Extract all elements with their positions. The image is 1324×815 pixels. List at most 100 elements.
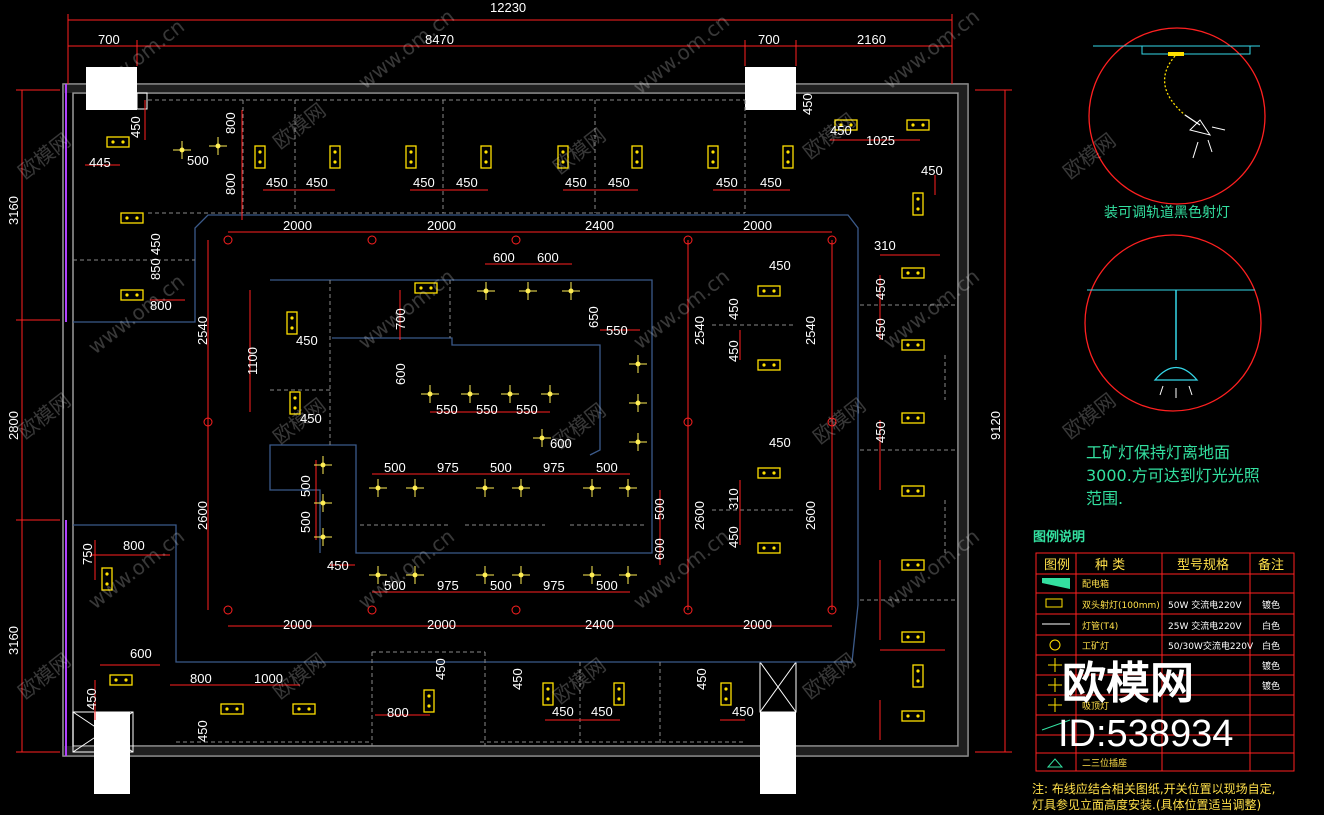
legend-header-note: 备注 [1258, 557, 1284, 573]
dim-small: 450 [413, 175, 435, 190]
ceiling-light-icon [1048, 698, 1062, 712]
dim-small: 450 [800, 93, 815, 115]
cross-spotlight [314, 456, 332, 474]
cross-spotlight [406, 566, 424, 584]
dim-small: 450 [300, 411, 322, 426]
cross-spotlight [619, 479, 637, 497]
dim-small: 450 [128, 116, 143, 138]
dim-inner-bot-1: 2000 [283, 617, 312, 632]
watermark-text: 欧模网 [798, 648, 860, 704]
legend-spec: 50/30W交流电220V [1168, 640, 1254, 652]
dim-inner-top-3: 2400 [585, 218, 614, 233]
dim-small: 450 [195, 720, 210, 742]
dim-small: 975 [543, 578, 565, 593]
cross-spotlight [209, 137, 227, 155]
dim-top-seg-2: 8470 [425, 32, 454, 47]
dim-left-3: 3160 [6, 626, 21, 655]
legend-note: 镀色 [1262, 599, 1280, 611]
wall-fill [63, 84, 968, 756]
dim-small: 450 [769, 435, 791, 450]
dim-small: 750 [80, 543, 95, 565]
note-line-1: 注: 布线应结合相关图纸,开关位置以现场自定, [1032, 781, 1276, 796]
legend-note: 镀色 [1262, 660, 1280, 672]
spot-fixtures [101, 119, 930, 722]
legend-kind: 工矿灯 [1082, 640, 1109, 652]
legend-kind: 双头射灯(100mm) [1082, 599, 1160, 611]
dim-small: 500 [652, 498, 667, 520]
cross-spot-icon-2 [1048, 678, 1062, 692]
legend-kind: 配电箱 [1082, 578, 1109, 590]
socket-icon [1046, 758, 1064, 768]
legend-kind: 吸顶灯 [1082, 701, 1109, 712]
cross-spotlight [406, 479, 424, 497]
cross-spotlight [476, 566, 494, 584]
dim-small: 450 [510, 668, 525, 690]
cross-spotlight [314, 528, 332, 546]
dim-small: 450 [716, 175, 738, 190]
cross-spotlight [519, 282, 537, 300]
dim-v-mid-1: 2540 [692, 316, 707, 345]
dimension-lines [16, 14, 1012, 753]
cross-spotlight [421, 385, 439, 403]
detail-mining-light [1084, 234, 1262, 412]
watermark-url: www.om.cn [83, 269, 189, 359]
dim-top-seg-1: 700 [98, 32, 120, 47]
watermark-url: www.om.cn [353, 4, 459, 94]
legend-table [1035, 552, 1295, 772]
cross-spotlight [369, 479, 387, 497]
watermark-url: www.om.cn [628, 264, 734, 354]
dim-small: 600 [652, 538, 667, 560]
dim-small: 500 [490, 578, 512, 593]
ceiling-markers [203, 235, 837, 615]
legend-header-symbol: 图例 [1044, 558, 1070, 573]
dim-left-2: 2800 [6, 411, 21, 440]
legend-kind: 灯管(T4) [1082, 620, 1118, 632]
legend-spec: 50W 交流电220V [1168, 599, 1242, 611]
legend-kind: 二三位插座 [1082, 757, 1127, 769]
legend-spec: 25W 交流电220V [1168, 620, 1242, 632]
dim-small: 550 [606, 323, 628, 338]
dim-small: 450 [694, 668, 709, 690]
dim-top-seg-3: 700 [758, 32, 780, 47]
watermarks: 欧模网欧模网欧模网欧模网欧模网欧模网欧模网欧模网欧模网欧模网欧模网欧模网欧模网欧… [13, 4, 1120, 709]
dim-small: 550 [476, 402, 498, 417]
dimension-labels: 12230 700 8470 700 2160 3160 2800 3160 9… [6, 0, 1003, 655]
dim-small: 975 [437, 578, 459, 593]
cross-spotlight [629, 433, 647, 451]
double-spot-icon [1045, 598, 1063, 608]
dim-small: 450 [306, 175, 328, 190]
dim-small: 450 [760, 175, 782, 190]
dim-small: 310 [874, 238, 896, 253]
legend-symbols [1041, 578, 1071, 768]
cross-spotlight [512, 479, 530, 497]
cross-spotlight [501, 385, 519, 403]
cross-spotlight [619, 566, 637, 584]
outer-walls [62, 83, 969, 757]
cross-spotlight [629, 355, 647, 373]
mining-light-caption-3: 范围. [1086, 489, 1123, 508]
dim-small: 550 [516, 402, 538, 417]
dim-small: 850 [148, 258, 163, 280]
dim-small: 450 [873, 421, 888, 443]
watermark-url: www.om.cn [353, 524, 459, 614]
track-light-caption: 装可调轨道黑色射灯 [1104, 204, 1230, 221]
dim-small: 450 [726, 526, 741, 548]
dim-small: 450 [296, 333, 318, 348]
legend-note: 白色 [1262, 620, 1280, 632]
dim-small: 500 [298, 475, 313, 497]
dim-small: 450 [327, 558, 349, 573]
brand-watermark: 欧模网 [1062, 658, 1194, 709]
dim-inner-bot-4: 2000 [743, 617, 772, 632]
cross-spotlight [533, 429, 551, 447]
dim-small: 450 [84, 688, 99, 710]
dim-left-1: 3160 [6, 196, 21, 225]
switch-icon [1041, 719, 1071, 731]
cross-spotlights [173, 137, 647, 584]
watermark-text: 欧模网 [1058, 128, 1120, 184]
dim-small: 450 [873, 278, 888, 300]
dim-v-mid-2: 2600 [692, 501, 707, 530]
dim-small: 600 [130, 646, 152, 661]
cross-spotlight [314, 494, 332, 512]
